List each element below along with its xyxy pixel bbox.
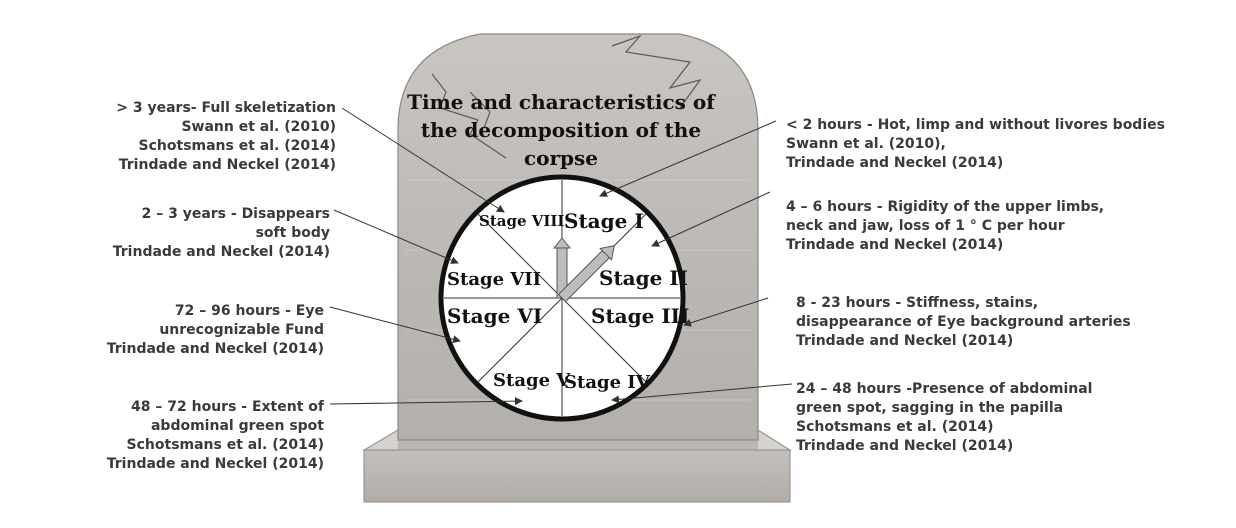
annotation-stage-3: 8 - 23 hours - Stiffness, stains, disapp… xyxy=(796,295,1131,349)
leader-lines xyxy=(329,107,793,406)
stage-clock: Stage I Stage II Stage III Stage IV Stag… xyxy=(438,174,689,422)
leader-stage-8 xyxy=(341,107,505,213)
title-line-1: Time and characteristics of xyxy=(407,90,716,114)
leader-stage-7 xyxy=(333,209,459,264)
stage-label-2: Stage II xyxy=(599,266,688,290)
leader-stage-2 xyxy=(651,191,771,247)
leader-stage-1 xyxy=(599,120,777,197)
stage-label-7: Stage VII xyxy=(447,269,541,290)
diagram-title: Time and characteristics of the decompos… xyxy=(407,90,716,170)
stage-label-5: Stage V xyxy=(493,370,571,391)
leader-stage-5 xyxy=(329,397,523,406)
crack-lines xyxy=(431,34,702,159)
annotation-stage-8: > 3 years- Full skeletization Swann et a… xyxy=(116,100,336,173)
stage-label-3: Stage III xyxy=(591,304,689,328)
annotation-stage-5: 48 – 72 hours - Extent of abdominal gree… xyxy=(106,399,324,472)
title-line-2: the decomposition of the xyxy=(421,118,701,142)
annotation-stage-6: 72 – 96 hours - Eye unrecognizable Fund … xyxy=(106,303,324,357)
leader-stage-6 xyxy=(329,306,461,344)
stage-label-4: Stage IV xyxy=(564,372,651,393)
tombstone-base xyxy=(362,429,792,503)
stage-label-1: Stage I xyxy=(564,209,644,233)
title-line-3: corpse xyxy=(524,146,598,170)
annotation-stage-2: 4 – 6 hours - Rigidity of the upper limb… xyxy=(786,199,1105,253)
annotation-stage-7: 2 – 3 years - Disappears soft body Trind… xyxy=(112,206,330,260)
stage-label-8: Stage VIII xyxy=(479,212,564,230)
annotation-stage-4: 24 – 48 hours -Presence of abdominal gre… xyxy=(796,381,1093,454)
annotation-stage-1: < 2 hours - Hot, limp and without livore… xyxy=(786,117,1165,171)
clock-hands xyxy=(552,237,615,303)
leader-stage-4 xyxy=(611,383,793,404)
leader-stage-3 xyxy=(683,297,769,327)
stage-label-6: Stage VI xyxy=(447,304,542,328)
